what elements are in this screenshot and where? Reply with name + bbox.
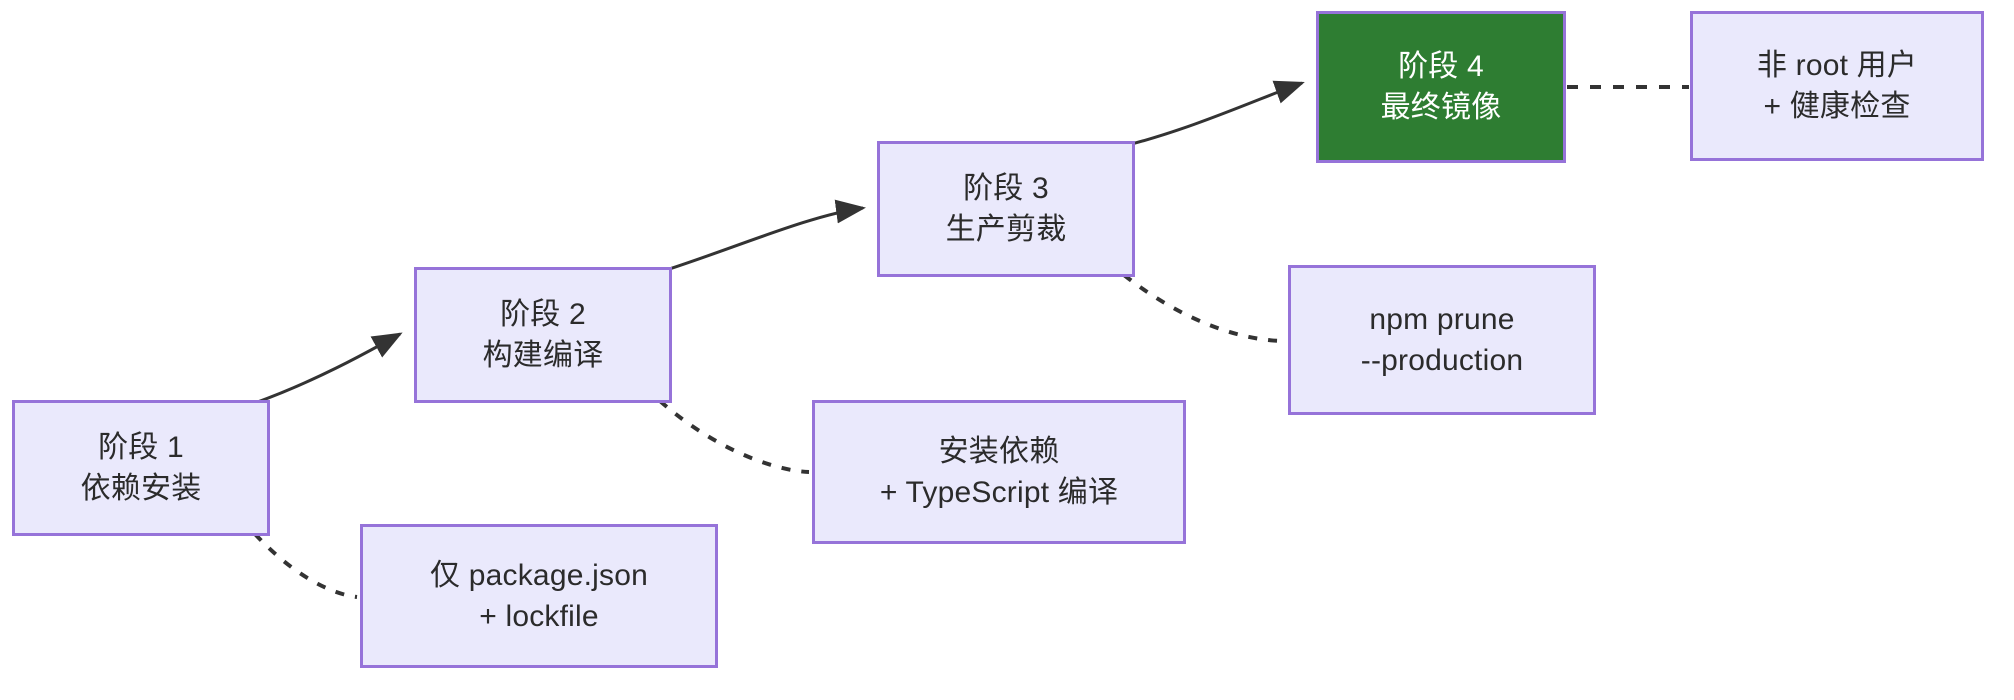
note-package-json-lockfile-line-2: + lockfile <box>479 600 599 633</box>
note-npm-prune-production[interactable]: npm prune --production <box>1288 265 1596 415</box>
node-stage-3-line-2: 生产剪裁 <box>945 213 1067 246</box>
node-stage-1-line-2: 依赖安装 <box>80 472 202 505</box>
node-stage-2-line-2: 构建编译 <box>482 339 604 372</box>
edge-stage3-to-note3 <box>1122 273 1286 343</box>
note-npm-prune-production-line-2: --production <box>1360 344 1524 377</box>
note-install-deps-typescript-line-1: 安装依赖 <box>938 434 1060 468</box>
edge-stage2-to-note2 <box>658 399 810 474</box>
note-package-json-lockfile-line-1: 仅 package.json <box>430 558 648 592</box>
node-stage-3-line-1: 阶段 3 <box>963 171 1049 205</box>
node-stage-3[interactable]: 阶段 3 生产剪裁 <box>877 141 1135 277</box>
node-stage-4-line-1: 阶段 4 <box>1398 49 1484 83</box>
note-non-root-healthcheck[interactable]: 非 root 用户 + 健康检查 <box>1690 11 1984 161</box>
edge-stage3-to-stage4 <box>1119 80 1305 149</box>
node-stage-2[interactable]: 阶段 2 构建编译 <box>414 267 672 403</box>
node-stage-2-line-1: 阶段 2 <box>500 297 586 331</box>
node-stage-4-final-image[interactable]: 阶段 4 最终镜像 <box>1316 11 1566 163</box>
note-package-json-lockfile[interactable]: 仅 package.json + lockfile <box>360 524 718 668</box>
edge-stage1-to-note1 <box>253 532 358 599</box>
note-npm-prune-production-line-1: npm prune <box>1369 302 1515 336</box>
node-stage-4-line-2: 最终镜像 <box>1380 91 1502 124</box>
node-stage-1[interactable]: 阶段 1 依赖安装 <box>12 400 270 536</box>
node-stage-1-line-1: 阶段 1 <box>98 430 184 464</box>
note-non-root-healthcheck-line-1: 非 root 用户 <box>1756 48 1918 82</box>
note-install-deps-typescript[interactable]: 安装依赖 + TypeScript 编译 <box>812 400 1186 544</box>
note-install-deps-typescript-line-2: + TypeScript 编译 <box>879 476 1119 509</box>
note-non-root-healthcheck-line-2: + 健康检查 <box>1763 90 1911 123</box>
edge-stage2-to-stage3 <box>659 199 866 274</box>
edge-stage1-to-stage2 <box>251 332 403 406</box>
